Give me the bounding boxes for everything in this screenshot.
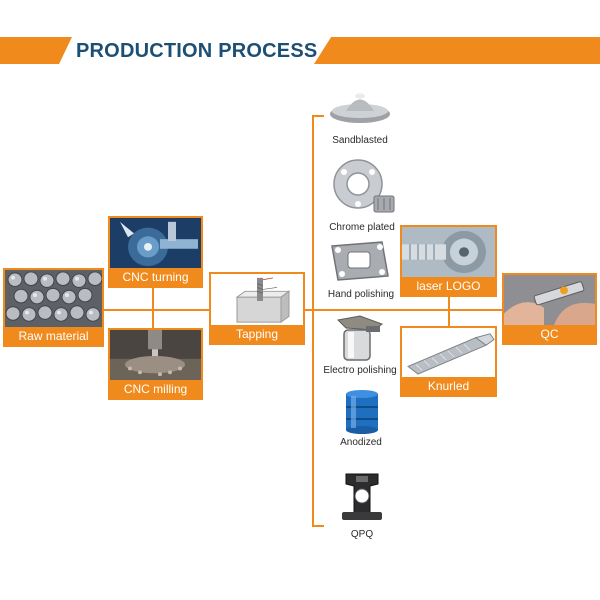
header-banner-right xyxy=(314,37,600,64)
connector-laser-knurled xyxy=(448,292,450,326)
step-raw-material: Raw material xyxy=(3,268,104,347)
knurled-image xyxy=(402,328,495,377)
raw-material-image xyxy=(5,270,102,327)
connector-main-left xyxy=(104,309,312,311)
raw-material-label: Raw material xyxy=(5,327,102,345)
cnc-milling-label: CNC milling xyxy=(110,380,201,398)
step-knurled: Knurled xyxy=(400,326,497,397)
electro-polishing-image xyxy=(334,314,386,364)
tapping-image xyxy=(211,274,303,325)
laser-logo-image xyxy=(402,227,495,277)
qpq-image xyxy=(340,466,384,524)
step-cnc-milling: CNC milling xyxy=(108,328,203,400)
sandblasted-caption: Sandblasted xyxy=(332,135,388,146)
qpq-caption: QPQ xyxy=(350,529,374,540)
step-cnc-turning: CNC turning xyxy=(108,216,203,288)
anodized-caption: Anodized xyxy=(340,437,382,448)
chrome-plated-image xyxy=(328,158,402,218)
page-title: PRODUCTION PROCESS xyxy=(76,40,318,62)
laser-logo-label: laser LOGO xyxy=(402,277,495,295)
hand-polishing-caption: Hand polishing xyxy=(327,289,395,300)
cnc-turning-label: CNC turning xyxy=(110,268,201,286)
cnc-milling-image xyxy=(110,330,201,380)
cnc-turning-image xyxy=(110,218,201,268)
connector-finish-trunk xyxy=(312,115,314,527)
connector-cnc-vertical xyxy=(152,238,154,358)
knurled-label: Knurled xyxy=(402,377,495,395)
step-laser-logo: laser LOGO xyxy=(400,225,497,297)
tapping-label: Tapping xyxy=(211,325,303,343)
connector-finish-top xyxy=(312,115,324,117)
qc-label: QC xyxy=(504,325,595,343)
step-tapping: Tapping xyxy=(209,272,305,345)
connector-main-right xyxy=(312,309,502,311)
step-qc: QC xyxy=(502,273,597,345)
electro-polishing-caption: Electro polishing xyxy=(323,365,397,376)
connector-finish-bottom xyxy=(312,525,324,527)
anodized-image xyxy=(342,388,382,434)
chrome-plated-caption: Chrome plated xyxy=(329,222,395,233)
sandblasted-image xyxy=(328,86,392,128)
qc-image xyxy=(504,275,595,325)
header-banner-left xyxy=(0,37,72,64)
hand-polishing-image xyxy=(326,238,392,284)
